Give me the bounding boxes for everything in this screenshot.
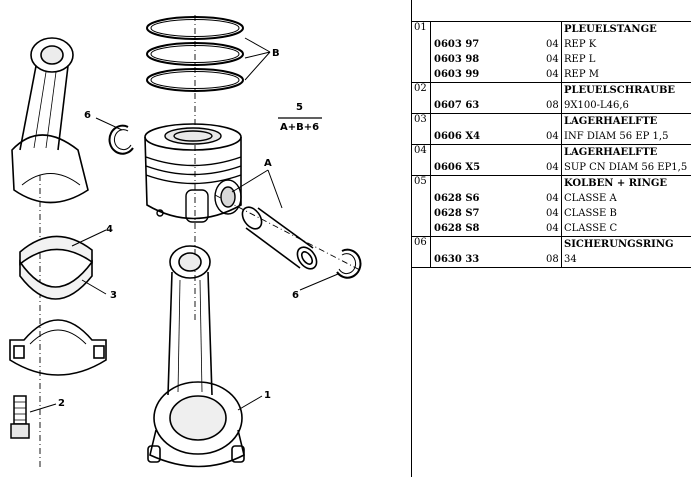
panel-divider (411, 0, 412, 477)
table-row: 0603 99 04 REP M (412, 67, 691, 82)
part-description: CLASSE A (564, 193, 617, 204)
piston (144, 123, 242, 223)
table-row: 0607 63 08 9X100-L46,6 (412, 98, 691, 113)
callout-formula: A+B+6 (280, 122, 319, 133)
part-quantity: 04 (546, 39, 559, 50)
circlip-right (336, 248, 362, 279)
group-number: 06 (414, 237, 427, 248)
group-number: 03 (414, 114, 427, 125)
bearing-shell-lower (19, 259, 93, 300)
part-quantity: 08 (546, 100, 559, 111)
callout-6-top: 6 (84, 110, 91, 121)
part-quantity: 04 (546, 131, 559, 142)
group-label-row: KOLBEN + RINGE (412, 176, 691, 191)
part-reference: 0607 63 (434, 100, 480, 111)
group-number: 04 (414, 145, 427, 156)
connecting-rod-assembled (147, 245, 245, 468)
table-row: 0606 X5 04 SUP CN DIAM 56 EP1,5 (412, 160, 691, 175)
part-reference: 0603 99 (434, 69, 480, 80)
exploded-diagram: B 6 A 4 3 6 2 1 5 A+B+6 (9, 15, 362, 470)
assembly-axis-lines (39, 15, 361, 470)
connecting-rod-exploded (11, 37, 89, 204)
part-reference: 0603 97 (434, 39, 480, 50)
part-quantity: 04 (546, 69, 559, 80)
table-row: 0606 X4 04 INF DIAM 56 EP 1,5 (412, 129, 691, 144)
part-description: REP L (564, 54, 596, 65)
group-label: KOLBEN + RINGE (564, 178, 668, 189)
part-reference: 0628 S6 (434, 193, 480, 204)
callout-2: 2 (58, 398, 65, 409)
parts-table: 01 PLEUELSTANGE 0603 97 04 REP K 0603 98 04… (412, 0, 691, 477)
callout-4: 4 (106, 224, 113, 235)
connecting-rod-cap (9, 319, 107, 376)
parts-group-03: 03 LAGERHAELFTE 0606 X4 04 INF DIAM 56 EP … (412, 114, 691, 145)
part-quantity: 04 (546, 208, 559, 219)
part-description: INF DIAM 56 EP 1,5 (564, 131, 669, 142)
part-reference: 0606 X4 (434, 131, 481, 142)
part-quantity: 04 (546, 223, 559, 234)
callout-3: 3 (110, 290, 117, 301)
group-label-row: PLEUELSTANGE (412, 22, 691, 37)
group-label-row: LAGERHAELFTE (412, 114, 691, 129)
circlip-left (108, 124, 134, 155)
parts-table-body: 01 PLEUELSTANGE 0603 97 04 REP K 0603 98 04… (412, 21, 691, 268)
part-description: SUP CN DIAM 56 EP1,5 (564, 162, 688, 173)
part-reference: 0606 X5 (434, 162, 481, 173)
parts-group-02: 02 PLEUELSCHRAUBE 0607 63 08 9X100-L46,6 (412, 83, 691, 114)
table-row: 0628 S7 04 CLASSE B (412, 206, 691, 221)
parts-group-05: 05 KOLBEN + RINGE 0628 S6 04 CLASSE A 0628… (412, 176, 691, 237)
callout-a: A (264, 158, 272, 169)
group-label: LAGERHAELFTE (564, 147, 658, 158)
table-row: 0628 S8 04 CLASSE C (412, 221, 691, 236)
group-label: LAGERHAELFTE (564, 116, 658, 127)
table-row: 0630 33 08 34 (412, 252, 691, 267)
part-quantity: 08 (546, 254, 559, 265)
callout-5: 5 (296, 102, 303, 113)
part-quantity: 04 (546, 162, 559, 173)
parts-group-01: 01 PLEUELSTANGE 0603 97 04 REP K 0603 98 04… (412, 22, 691, 83)
group-number: 02 (414, 83, 427, 94)
part-description: 9X100-L46,6 (564, 100, 629, 111)
callout-b: B (272, 48, 280, 59)
connecting-rod-bolt (10, 395, 30, 439)
part-description: CLASSE B (564, 208, 617, 219)
part-quantity: 04 (546, 193, 559, 204)
table-row: 0603 98 04 REP L (412, 52, 691, 67)
part-quantity: 04 (546, 54, 559, 65)
piston-rings (146, 16, 244, 92)
callout-1: 1 (264, 390, 271, 401)
table-row: 0603 97 04 REP K (412, 37, 691, 52)
part-reference: 0603 98 (434, 54, 480, 65)
parts-group-06: 06 SICHERUNGSRING 0630 33 08 34 (412, 237, 691, 268)
part-description: REP K (564, 39, 597, 50)
group-label-row: SICHERUNGSRING (412, 237, 691, 252)
callout-6-bottom: 6 (292, 290, 299, 301)
group-number: 01 (414, 22, 427, 33)
leader-lines (29, 37, 339, 413)
part-reference: 0628 S8 (434, 223, 480, 234)
group-label: PLEUELSTANGE (564, 24, 657, 35)
group-label: SICHERUNGSRING (564, 239, 674, 250)
group-label-row: PLEUELSCHRAUBE (412, 83, 691, 98)
part-description: CLASSE C (564, 223, 618, 234)
part-reference: 0628 S7 (434, 208, 480, 219)
group-number: 05 (414, 176, 427, 187)
piston-pin (241, 206, 318, 270)
bearing-shell-upper (19, 235, 93, 266)
table-row: 0628 S6 04 CLASSE A (412, 191, 691, 206)
group-label-row: LAGERHAELFTE (412, 145, 691, 160)
group-label: PLEUELSCHRAUBE (564, 85, 676, 96)
part-description: REP M (564, 69, 599, 80)
part-description: 34 (564, 254, 577, 265)
part-reference: 0630 33 (434, 254, 480, 265)
